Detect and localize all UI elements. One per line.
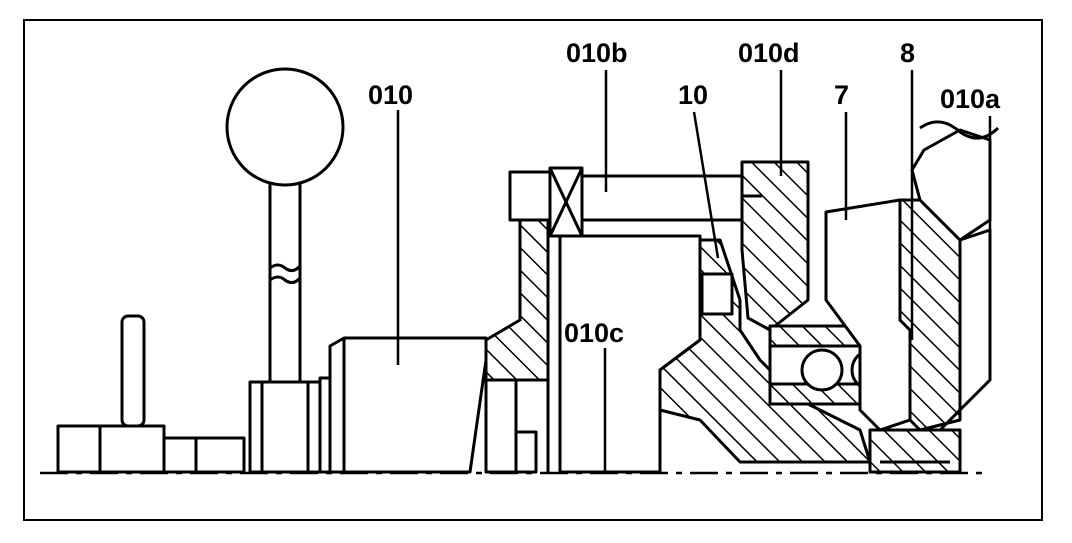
label-010d: 010d [738,38,800,68]
drawing-frame [23,19,1043,521]
label-8: 8 [900,38,915,68]
label-7: 7 [834,80,849,110]
label-10: 10 [678,80,708,110]
label-010: 010 [368,80,413,110]
shaft-010 [318,336,488,474]
housing-flange [484,218,550,474]
lever-knob [225,67,345,474]
bolt-010b [508,166,760,238]
label-010a: 010a [940,84,1001,114]
leader-10 [692,111,720,259]
housing-7-010a [824,120,1000,474]
locating-pin [56,314,246,474]
label-010b: 010b [566,38,628,68]
label-010c: 010c [564,318,624,348]
hub-010c [558,234,872,474]
leader-lines [396,70,992,472]
part-010d [740,160,810,332]
